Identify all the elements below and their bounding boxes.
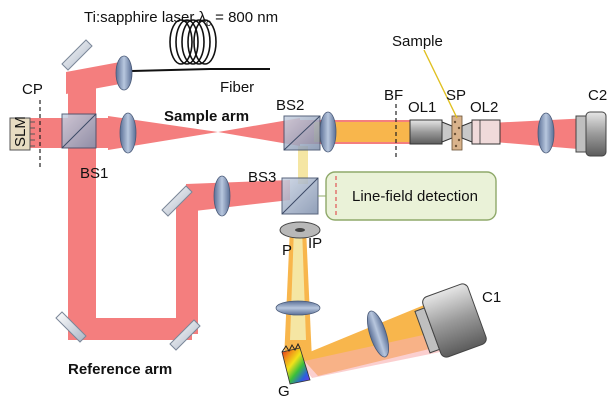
beam-reference-to-bs3	[186, 180, 290, 212]
lens-reference-arm	[213, 175, 231, 217]
bs3-label: BS3	[248, 169, 276, 186]
c1-label: C1	[482, 289, 501, 306]
objective-ol1	[409, 119, 453, 145]
sp-label: SP	[446, 87, 466, 104]
cp-label: CP	[22, 81, 43, 98]
sample-pointer	[423, 49, 458, 119]
beamsplitter-bs2	[283, 115, 321, 151]
beam-grating-to-c1-pink	[300, 330, 450, 378]
mirror-bottom-left	[55, 311, 87, 343]
laser-label: Ti:sapphire laser λc = 800 nm	[84, 9, 278, 29]
beamsplitter-bs3	[281, 177, 319, 215]
slm	[9, 117, 35, 151]
camera-c2	[575, 111, 607, 157]
camera-c1	[414, 283, 487, 358]
bs2-label: BS2	[276, 97, 304, 114]
mirror-top-left	[61, 39, 93, 71]
fiber-label: Fiber	[220, 79, 254, 96]
mirror-reference-top	[161, 185, 193, 217]
iris-ip	[295, 228, 305, 232]
p-label: P	[282, 242, 292, 259]
beamsplitter-bs1	[61, 113, 97, 149]
beam-bs2-bs3	[298, 146, 308, 184]
ol1-label: OL1	[408, 99, 436, 116]
sample-arm-label: Sample arm	[164, 108, 249, 125]
slm-label: SLM	[12, 116, 29, 147]
lens-fiber-collimator	[115, 55, 133, 91]
sample-label: Sample	[392, 33, 443, 50]
ip-label: IP	[308, 235, 322, 252]
lens-before-c2	[537, 112, 555, 154]
fiber-coil	[131, 19, 270, 72]
lens-before-c1	[366, 310, 390, 358]
bs1-label: BS1	[80, 165, 108, 182]
bf-label: BF	[384, 87, 403, 104]
ol2-label: OL2	[470, 99, 498, 116]
lens-sample-arm-2	[319, 111, 337, 153]
beam-reference-bottom	[68, 318, 192, 340]
beam-bs2-ol1-orange	[314, 122, 418, 142]
line-field-label: Line-field detection	[352, 188, 478, 205]
grating-g	[281, 347, 311, 385]
objective-ol2	[461, 119, 501, 145]
beams	[30, 62, 590, 378]
g-label: G	[278, 383, 290, 400]
mirror-bottom-right	[169, 319, 201, 351]
beam-sample-arm-expand	[218, 118, 300, 146]
beam-reference-right-vertical	[176, 198, 198, 334]
lens-detection	[275, 300, 321, 316]
sample-plate	[451, 115, 463, 151]
reference-arm-label: Reference arm	[68, 361, 172, 378]
grating-teeth	[281, 342, 301, 353]
lens-sample-arm-1	[119, 112, 137, 154]
c2-label: C2	[588, 87, 607, 104]
labels: Ti:sapphire laser λc = 800 nm Fiber CP S…	[12, 9, 607, 400]
